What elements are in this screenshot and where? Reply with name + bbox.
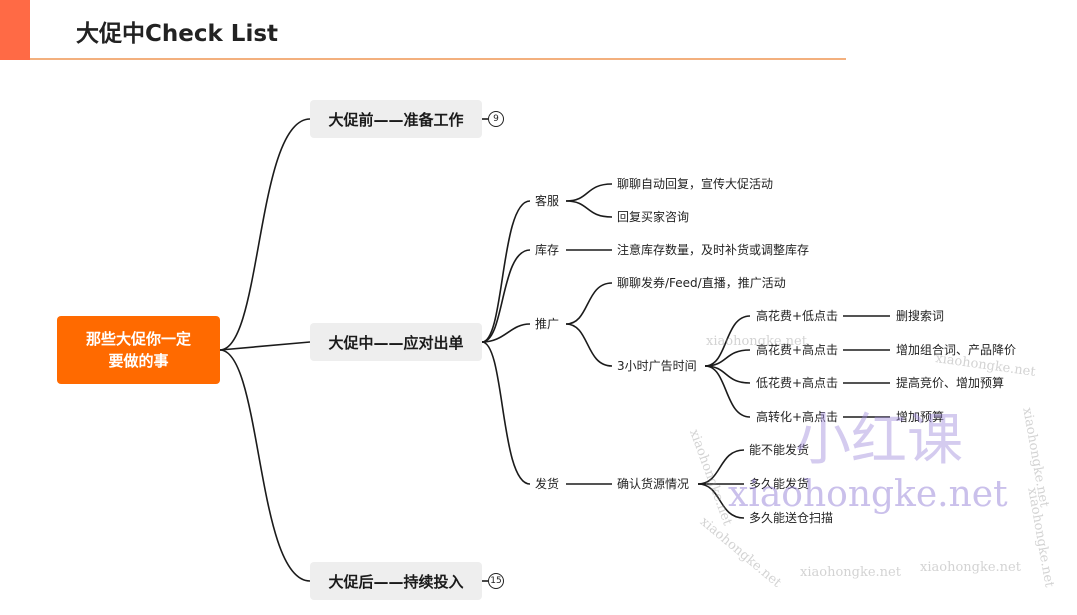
category-promotion[interactable]: 推广 [535,317,560,331]
connector-during-promotion [481,323,531,343]
promotion-item-ad-time[interactable]: 3小时广告时间 [617,359,697,373]
connector-promotion-item-1 [565,282,613,325]
branch-during-label: 大促中——应对出单 [328,333,464,352]
connector-root-during [219,341,311,351]
ad-action-4[interactable]: 增加预算 [896,410,945,424]
connector-service-item-2 [565,200,613,218]
category-shipping[interactable]: 发货 [535,477,560,491]
category-inventory[interactable]: 库存 [535,243,560,257]
promotion-item-chat-coupons[interactable]: 聊聊发券/Feed/直播，推广活动 [617,276,786,290]
connector-promotion-item-2 [565,323,613,367]
watermark-site-3: xiaohongke.net [800,565,901,580]
connector-shipping-sub-1 [697,449,745,485]
connector-during-inventory [481,249,531,343]
branch-during[interactable]: 大促中——应对出单 [310,323,482,361]
watermark-site-large: xiaohongke.net [728,474,1008,515]
branch-after[interactable]: 大促后——持续投入 [310,562,482,600]
shipping-sub-warehouse-scan[interactable]: 多久能送仓扫描 [749,511,834,525]
connector-ad-1 [704,315,751,367]
branch-after-label: 大促后——持续投入 [328,572,464,591]
page-title: 大促中Check List [76,21,279,47]
connector-ad-4 [704,365,751,418]
title-divider [30,58,846,60]
connector-root-after [219,349,311,582]
ad-action-2[interactable]: 增加组合词、产品降价 [896,343,1017,357]
category-service[interactable]: 客服 [535,194,560,208]
ad-condition-2[interactable]: 高花费+高点击 [756,343,839,357]
shipping-sub-can-ship[interactable]: 能不能发货 [749,443,810,457]
ad-condition-3[interactable]: 低花费+高点击 [756,376,839,390]
ad-condition-4[interactable]: 高转化+高点击 [756,410,839,424]
connector-ad-2 [704,349,751,367]
connector-root-before [219,118,311,351]
root-node[interactable]: 那些大促你一定要做的事 [57,316,220,384]
shipping-item-confirm-source[interactable]: 确认货源情况 [617,477,690,491]
branch-before-count-badge[interactable]: 9 [488,111,504,127]
watermark-site-1: xiaohongke.net [706,334,807,349]
connector-during-service [481,200,531,343]
root-node-label: 那些大促你一定要做的事 [85,330,191,370]
ad-action-3[interactable]: 提高竞价、增加预算 [896,376,1005,390]
watermark-site-4: xiaohongke.net [920,560,1021,575]
connector-during-shipping [481,341,531,485]
branch-before-label: 大促前——准备工作 [328,110,464,129]
ad-condition-1[interactable]: 高花费+低点击 [756,309,839,323]
watermark-logo: 小红课 [795,408,963,473]
header-accent-bar [0,0,30,60]
connector-shipping-sub-3 [697,483,745,519]
service-item-reply-buyers[interactable]: 回复买家咨询 [617,210,690,224]
ad-action-1[interactable]: 删搜索词 [896,309,945,323]
service-item-auto-reply[interactable]: 聊聊自动回复，宣传大促活动 [617,177,774,191]
connector-service-item-1 [565,183,613,202]
branch-after-count-badge[interactable]: 15 [488,573,504,589]
shipping-sub-ship-time[interactable]: 多久能发货 [749,477,810,491]
branch-before[interactable]: 大促前——准备工作 [310,100,482,138]
inventory-item-stock[interactable]: 注意库存数量，及时补货或调整库存 [617,243,810,257]
